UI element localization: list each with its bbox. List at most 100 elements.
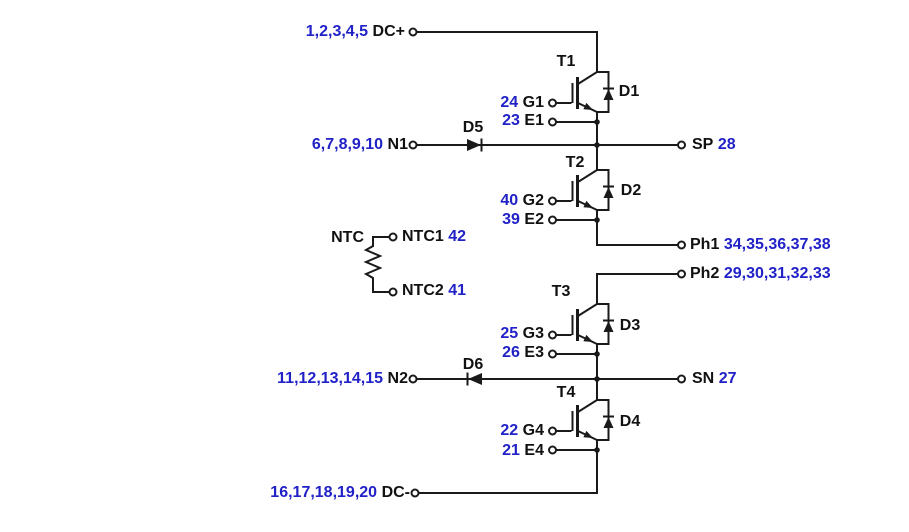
igbt-t3-symbol — [556, 303, 598, 345]
label-d5: D5 — [463, 120, 483, 136]
label-ntc2: NTC2 41 — [402, 283, 466, 299]
label-t4: T4 — [557, 385, 576, 401]
dc-minus-pin-numbers: 16,17,18,19,20 — [270, 484, 378, 501]
ph1-pin-numbers: 34,35,36,37,38 — [723, 236, 831, 253]
d5-designator: D5 — [462, 119, 484, 136]
sp-pin-numbers: 28 — [717, 136, 736, 153]
igbt-t1-symbol — [556, 71, 598, 113]
label-ph2: Ph2 29,30,31,32,33 — [690, 266, 831, 282]
terminal-g3 — [548, 330, 557, 340]
terminal-sp — [677, 140, 686, 150]
label-dc-plus: 1,2,3,4,5 DC+ — [306, 24, 405, 40]
ntc1-pin-number: 42 — [448, 228, 467, 245]
wire-ph2-to-t3-collector — [596, 273, 678, 304]
label-d6: D6 — [463, 357, 483, 373]
g4-pin-number: 22 — [500, 422, 519, 439]
label-dc-minus: 16,17,18,19,20 DC- — [270, 485, 410, 501]
label-g3: 25 G3 — [500, 326, 544, 342]
terminal-dc-plus — [408, 27, 418, 37]
label-d1: D1 — [619, 84, 639, 100]
diode-d1-symbol — [597, 71, 614, 113]
g3-pin-number: 25 — [500, 325, 519, 342]
g1-name: G1 — [522, 94, 544, 111]
g2-name: G2 — [522, 192, 544, 209]
label-e4: 21 E4 — [502, 443, 544, 459]
label-e1: 23 E1 — [502, 113, 544, 129]
terminal-e1 — [548, 117, 557, 127]
diode-d6-symbol — [466, 372, 482, 386]
label-sp: SP 28 — [692, 137, 736, 153]
d1-designator: D1 — [618, 83, 640, 100]
label-ntc1: NTC1 42 — [402, 229, 466, 245]
d2-designator: D2 — [620, 182, 642, 199]
e2-pin-number: 39 — [502, 211, 520, 228]
sp-name: SP — [692, 136, 714, 153]
n2-name: N2 — [387, 370, 408, 387]
terminal-g1 — [548, 98, 557, 108]
n1-name: N1 — [387, 136, 408, 153]
ntc-thermistor-symbol — [363, 236, 390, 293]
terminal-e2 — [548, 215, 557, 225]
wire-dc-plus-bus — [416, 31, 598, 72]
d6-designator: D6 — [462, 356, 484, 373]
label-n1: 6,7,8,9,10 N1 — [312, 137, 408, 153]
g4-name: G4 — [522, 422, 544, 439]
dc-minus-name: DC- — [381, 484, 410, 501]
terminal-dc-minus — [410, 488, 420, 498]
label-n2: 11,12,13,14,15 N2 — [277, 371, 408, 387]
e1-name: E1 — [524, 112, 544, 129]
terminal-ntc2 — [388, 287, 398, 297]
ntc2-name: NTC2 — [402, 282, 444, 299]
sn-name: SN — [692, 370, 715, 387]
n1-pin-numbers: 6,7,8,9,10 — [311, 136, 384, 153]
terminal-g4 — [548, 426, 557, 436]
ph1-name: Ph1 — [690, 236, 720, 253]
terminal-e4 — [548, 445, 557, 455]
diode-d5-symbol — [467, 138, 483, 152]
t4-designator: T4 — [556, 384, 576, 401]
terminal-ph1 — [677, 240, 686, 250]
wire-t2-emitter-to-ph1 — [596, 210, 678, 246]
diode-d4-symbol — [597, 399, 614, 441]
dc-plus-pin-numbers: 1,2,3,4,5 — [305, 23, 369, 40]
label-g1: 24 G1 — [500, 95, 544, 111]
terminal-e3 — [548, 349, 557, 359]
e4-name: E4 — [524, 442, 544, 459]
ntc-name: NTC — [331, 229, 364, 246]
terminal-sn — [677, 374, 686, 384]
e2-name: E2 — [524, 211, 544, 228]
label-sn: SN 27 — [692, 371, 737, 387]
t1-designator: T1 — [556, 53, 576, 70]
g3-name: G3 — [522, 325, 544, 342]
t3-designator: T3 — [551, 283, 571, 300]
label-d4: D4 — [620, 414, 640, 430]
terminal-ph2 — [677, 269, 686, 279]
e3-pin-number: 26 — [502, 344, 520, 361]
g1-pin-number: 24 — [500, 94, 519, 111]
label-g2: 40 G2 — [500, 193, 544, 209]
label-t2: T2 — [566, 155, 585, 171]
terminal-n1 — [408, 140, 418, 150]
terminal-ntc1 — [388, 232, 398, 242]
label-ph1: Ph1 34,35,36,37,38 — [690, 237, 831, 253]
diode-d3-symbol — [597, 303, 614, 345]
igbt-t4-symbol — [556, 399, 598, 441]
d3-designator: D3 — [619, 317, 641, 334]
terminal-g2 — [548, 196, 557, 206]
ph2-name: Ph2 — [690, 265, 720, 282]
d4-designator: D4 — [619, 413, 641, 430]
terminal-n2 — [408, 374, 418, 384]
e3-name: E3 — [524, 344, 544, 361]
igbt-t2-symbol — [556, 169, 598, 211]
wire-t4-emitter-to-dc-minus — [418, 440, 598, 494]
label-d2: D2 — [621, 183, 641, 199]
label-e3: 26 E3 — [502, 345, 544, 361]
junction-sn — [594, 376, 600, 382]
sn-pin-numbers: 27 — [718, 370, 737, 387]
label-g4: 22 G4 — [500, 423, 544, 439]
ntc2-pin-number: 41 — [448, 282, 467, 299]
label-e2: 39 E2 — [502, 212, 544, 228]
t2-designator: T2 — [565, 154, 585, 171]
label-d3: D3 — [620, 318, 640, 334]
